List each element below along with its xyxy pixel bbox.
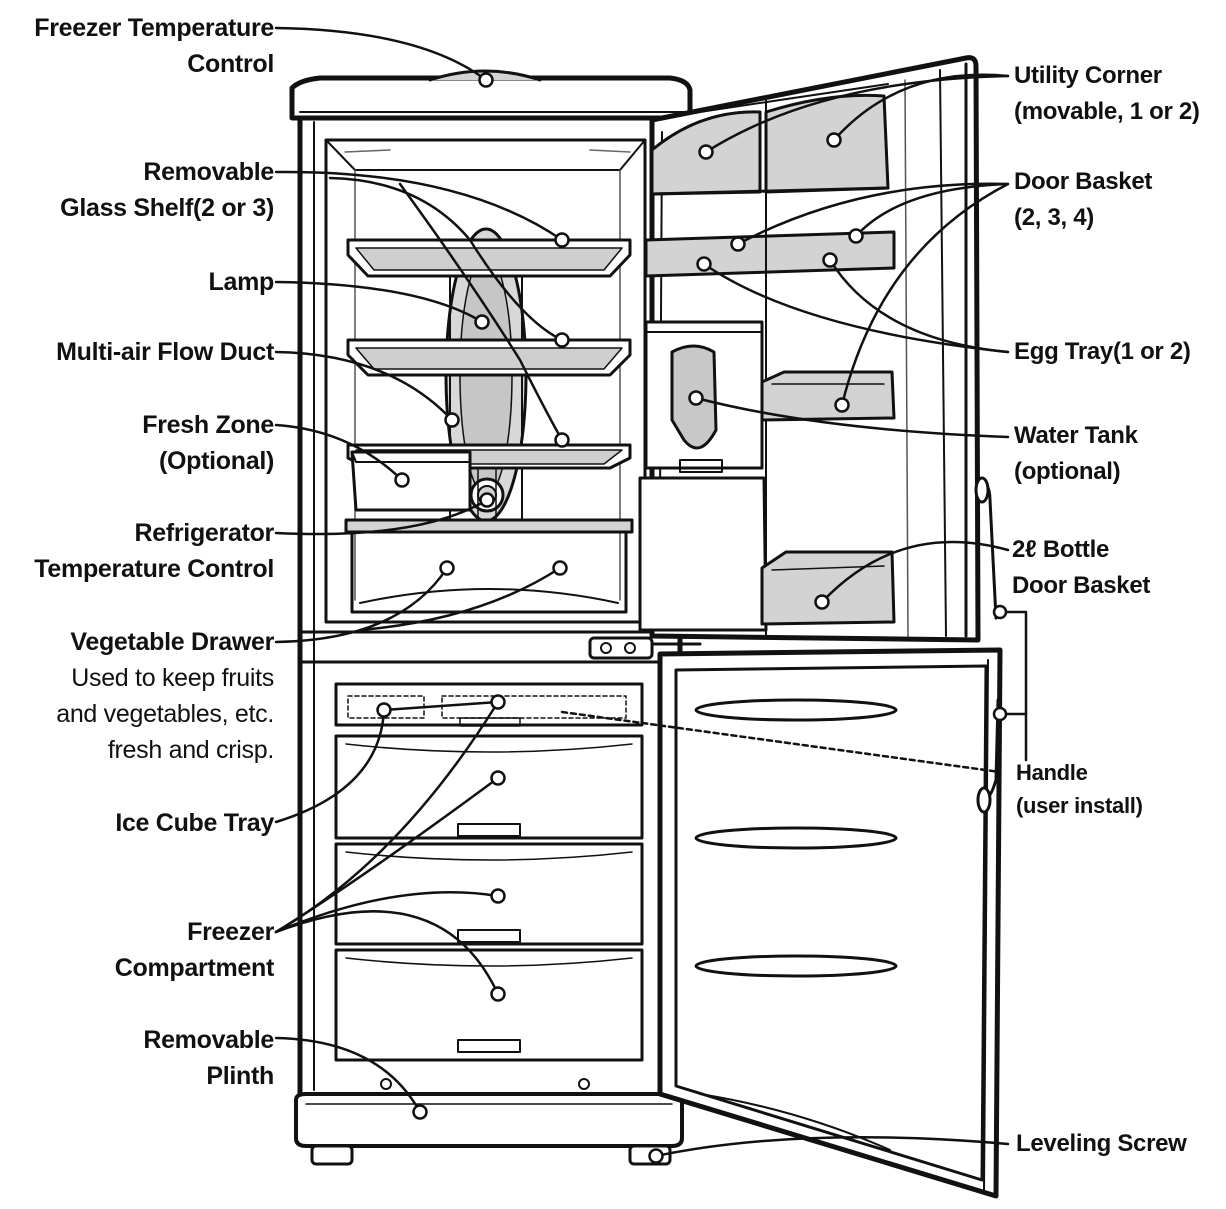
label-line: Egg Tray(1 or 2) xyxy=(1014,338,1191,365)
label-ice-cube-tray: Ice Cube Tray xyxy=(115,805,274,841)
dot-freezer-temp-control xyxy=(478,72,494,88)
dot-air-duct xyxy=(444,412,460,428)
dot-ice-cube-tray-1 xyxy=(376,702,392,718)
leader-lines xyxy=(274,26,1028,1158)
fridge-temp-knob xyxy=(469,469,505,521)
label-multi-air-flow-duct: Multi-air Flow Duct xyxy=(56,334,274,370)
label-refrigerator-temp-control: Refrigerator Temperature Control xyxy=(34,515,274,587)
dot-lamp xyxy=(474,314,490,330)
label-line: Freezer xyxy=(187,918,274,946)
dot-leveling-screw xyxy=(648,1148,664,1164)
hinge xyxy=(588,636,702,660)
label-freezer-temp-control: Freezer Temperature Control xyxy=(34,10,274,82)
fridge-door xyxy=(638,55,998,643)
label-line: Multi-air Flow Duct xyxy=(56,338,274,366)
label-desc: fresh and crisp. xyxy=(107,736,274,764)
label-removable-glass-shelf: Removable Glass Shelf(2 or 3) xyxy=(60,154,274,226)
label-handle: Handle (user install) xyxy=(1016,756,1143,822)
vegetable-drawer xyxy=(344,518,634,614)
freezer-door xyxy=(657,647,1003,1199)
label-line: Water Tank xyxy=(1014,422,1138,449)
dot-utility-corner-2 xyxy=(826,132,842,148)
dot-water-tank xyxy=(688,390,704,406)
label-line: Plinth xyxy=(206,1062,274,1090)
label-line: Temperature Control xyxy=(34,555,274,583)
door-shelf-middle xyxy=(760,370,896,422)
label-line: Utility Corner xyxy=(1014,62,1162,89)
plinth xyxy=(294,1092,684,1166)
label-line: Leveling Screw xyxy=(1016,1130,1187,1157)
dot-glass-shelf-1 xyxy=(554,232,570,248)
label-line: Glass Shelf(2 or 3) xyxy=(60,194,274,222)
dot-ice-cube-tray-2 xyxy=(490,694,506,710)
label-line: Fresh Zone xyxy=(142,411,274,439)
label-door-basket: Door Basket (2, 3, 4) xyxy=(1014,164,1152,236)
label-lamp: Lamp xyxy=(208,264,275,300)
label-line: (2, 3, 4) xyxy=(1014,204,1094,231)
label-line: Door Basket xyxy=(1014,168,1153,195)
label-line: (optional) xyxy=(1014,458,1121,485)
label-desc: and vegetables, etc. xyxy=(56,700,274,728)
dot-fresh-zone xyxy=(394,472,410,488)
label-line: Handle xyxy=(1016,760,1088,785)
cabinet xyxy=(289,69,693,1166)
label-line: (Optional) xyxy=(158,447,274,475)
dot-utility-corner-1 xyxy=(698,144,714,160)
label-desc: Used to keep fruits xyxy=(71,664,274,692)
dot-bottle-basket xyxy=(814,594,830,610)
dot-glass-shelf-2 xyxy=(554,332,570,348)
label-line: (user install) xyxy=(1016,793,1143,818)
label-fresh-zone: Fresh Zone (Optional) xyxy=(142,407,274,479)
cabinet-top xyxy=(289,75,693,121)
dot-freezer-1 xyxy=(490,770,506,786)
dot-vegetable-drawer-1 xyxy=(439,560,455,576)
fresh-zone-box xyxy=(350,450,472,512)
dot-glass-shelf-3 xyxy=(554,432,570,448)
dot-egg-tray-2 xyxy=(822,252,838,268)
dot-plinth xyxy=(412,1104,428,1120)
label-utility-corner: Utility Corner (movable, 1 or 2) xyxy=(1014,58,1200,130)
label-line: Ice Cube Tray xyxy=(115,809,274,837)
label-leveling-screw: Leveling Screw xyxy=(1016,1126,1187,1162)
label-removable-plinth: Removable Plinth xyxy=(143,1022,274,1094)
label-bottle-door-basket: 2ℓ Bottle Door Basket xyxy=(1012,532,1150,604)
dot-door-basket-2 xyxy=(848,228,864,244)
water-tank xyxy=(644,320,764,473)
dot-handle-2 xyxy=(992,706,1008,722)
dot-door-basket-3 xyxy=(834,397,850,413)
label-line: Removable xyxy=(143,1026,274,1054)
label-egg-tray: Egg Tray(1 or 2) xyxy=(1014,334,1191,370)
label-line: Removable xyxy=(143,158,274,186)
label-line: Control xyxy=(187,50,274,78)
label-line: Compartment xyxy=(114,954,275,982)
label-vegetable-drawer: Vegetable Drawer Used to keep fruits and… xyxy=(56,624,274,768)
dot-fridge-temp-control xyxy=(479,492,495,508)
dot-vegetable-drawer-2 xyxy=(552,560,568,576)
callout-dots xyxy=(376,72,1008,1164)
label-line: Refrigerator xyxy=(134,519,275,547)
label-freezer-compartment: Freezer Compartment xyxy=(114,914,275,986)
dot-door-basket-1 xyxy=(730,236,746,252)
freezer-drawers xyxy=(334,682,644,1062)
label-water-tank: Water Tank (optional) xyxy=(1014,418,1138,490)
label-line: (movable, 1 or 2) xyxy=(1014,98,1200,125)
dot-freezer-3 xyxy=(490,986,506,1002)
dot-freezer-2 xyxy=(490,888,506,904)
label-line: Freezer Temperature xyxy=(34,14,274,42)
dot-handle-1 xyxy=(992,604,1008,620)
label-line: Door Basket xyxy=(1012,572,1151,599)
dot-egg-tray-1 xyxy=(696,256,712,272)
label-line: Lamp xyxy=(208,268,275,296)
label-line: Vegetable Drawer xyxy=(70,628,274,656)
label-line: 2ℓ Bottle xyxy=(1012,536,1110,563)
